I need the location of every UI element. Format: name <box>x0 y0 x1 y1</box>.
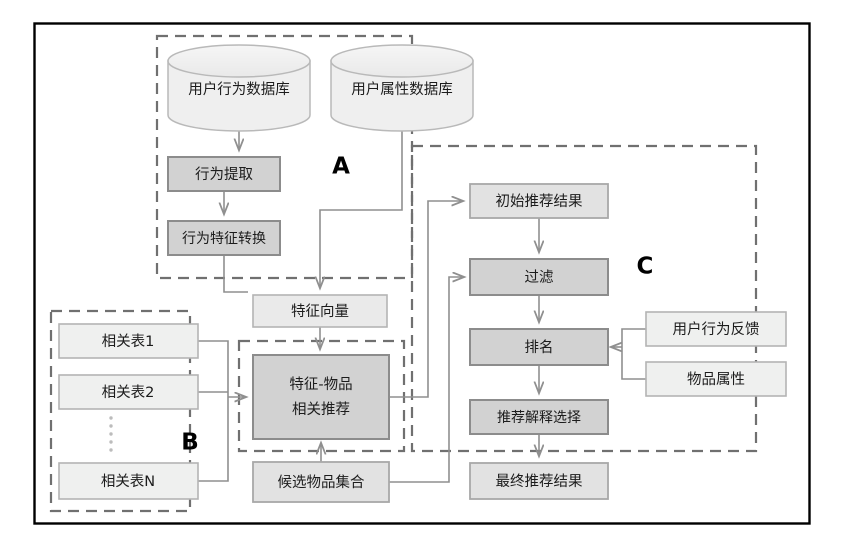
node-user-behavior-feedback[interactable]: 用户行为反馈 <box>645 311 787 347</box>
node-label-filter: 过滤 <box>525 269 554 286</box>
section-label-a: A <box>332 154 350 180</box>
conn-candidate-to-filter <box>389 277 464 483</box>
node-label-behavior-feature-conversion: 行为特征转换 <box>182 230 266 247</box>
node-related-table-2[interactable]: 相关表2 <box>58 374 199 410</box>
section-label-b: B <box>181 430 199 456</box>
conn-rec-to-initial <box>389 201 463 398</box>
group-box-b <box>49 309 192 513</box>
group-box-a <box>155 34 414 280</box>
cylinder-label-user-attribute-db: 用户属性数据库 <box>351 81 453 98</box>
node-item-attribute[interactable]: 物品属性 <box>645 361 787 397</box>
node-label-final-rec-result: 最终推荐结果 <box>496 473 583 490</box>
process-nodes: 行为提取 行为特征转换 特征向量 相关表1 相关表2 相关表N <box>58 156 787 503</box>
node-final-rec-result[interactable]: 最终推荐结果 <box>469 462 609 500</box>
node-label-feature-item-rec-line2: 相关推荐 <box>292 401 350 418</box>
node-filter[interactable]: 过滤 <box>469 258 609 296</box>
node-candidate-item-set[interactable]: 候选物品集合 <box>252 461 390 503</box>
node-label-rec-explanation-selection: 推荐解释选择 <box>497 410 581 426</box>
node-ranking[interactable]: 排名 <box>469 328 609 366</box>
node-rec-explanation-selection[interactable]: 推荐解释选择 <box>469 399 609 435</box>
group-box-c <box>410 144 758 453</box>
conn-itemattr-to-bus <box>621 347 646 380</box>
conn-tablen-bus <box>198 397 229 482</box>
node-label-ranking: 排名 <box>525 339 554 356</box>
conn-table1-bus <box>198 340 229 397</box>
node-feature-item-recommendation[interactable]: 特征-物品 相关推荐 <box>252 354 390 440</box>
node-label-feature-item-rec-line1: 特征-物品 <box>289 376 352 393</box>
node-label-initial-rec-result: 初始推荐结果 <box>496 193 583 210</box>
conn-feedback-to-bus <box>621 328 646 347</box>
node-behavior-extraction[interactable]: 行为提取 <box>167 156 281 192</box>
node-label-feature-vector: 特征向量 <box>291 303 349 320</box>
node-label-related-table-2: 相关表2 <box>102 384 155 401</box>
cylinder-label-user-behavior-db: 用户行为数据库 <box>188 81 290 98</box>
database-cylinders: 用户行为数据库 用户属性数据库 <box>167 44 474 132</box>
node-feature-vector[interactable]: 特征向量 <box>252 294 388 328</box>
conn-conv-to-vector <box>223 255 248 293</box>
node-label-related-table-n: 相关表N <box>101 473 155 490</box>
node-label-candidate-item-set: 候选物品集合 <box>278 474 365 491</box>
node-behavior-feature-conversion[interactable]: 行为特征转换 <box>167 220 281 256</box>
node-label-item-attribute: 物品属性 <box>687 371 745 388</box>
vertical-ellipsis-icon <box>109 416 113 452</box>
node-initial-rec-result[interactable]: 初始推荐结果 <box>469 183 609 219</box>
node-related-table-1[interactable]: 相关表1 <box>58 323 199 359</box>
cylinder-user-attribute-db: 用户属性数据库 <box>330 44 474 132</box>
node-label-user-behavior-feedback: 用户行为反馈 <box>673 321 760 338</box>
conn-attrdb-to-vector <box>320 131 403 288</box>
connector-lines <box>198 131 646 483</box>
section-label-c: C <box>637 254 654 280</box>
section-letters: A B C <box>181 154 653 456</box>
node-related-table-n[interactable]: 相关表N <box>58 462 199 500</box>
cylinder-user-behavior-db: 用户行为数据库 <box>167 44 311 132</box>
node-label-behavior-extraction: 行为提取 <box>195 166 253 183</box>
node-label-related-table-1: 相关表1 <box>102 333 155 350</box>
